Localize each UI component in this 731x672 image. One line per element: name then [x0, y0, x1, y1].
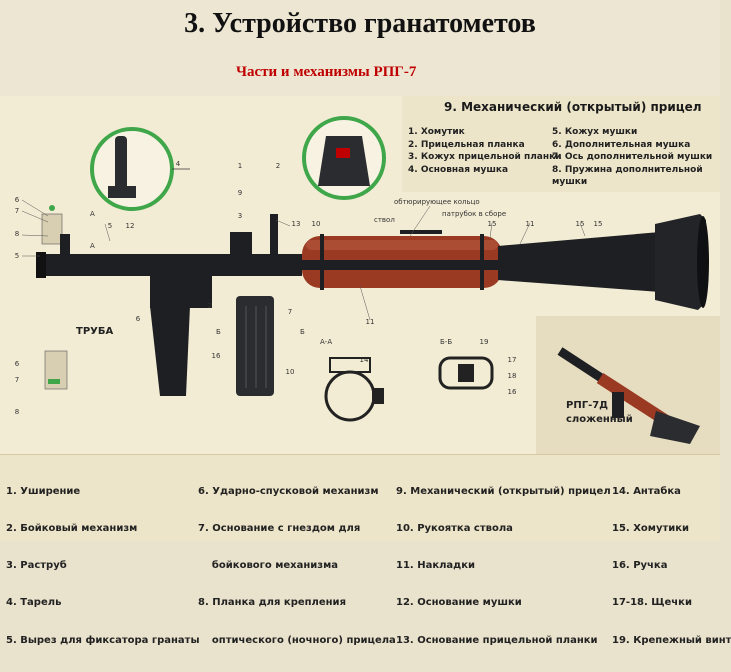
- svg-text:18: 18: [508, 372, 517, 380]
- svg-text:1: 1: [238, 162, 242, 170]
- legend-item: 16. Ручка: [612, 560, 668, 572]
- sight-parts-right: 5. Кожух мушки 6. Дополнительная мушка 7…: [552, 126, 720, 189]
- sight-part: 3. Кожух прицельной планки: [408, 152, 562, 162]
- svg-text:17: 17: [508, 356, 517, 364]
- pipe-label: патрубок в сборе: [442, 210, 506, 218]
- svg-text:7: 7: [15, 207, 19, 215]
- marker-b-right: Б: [300, 328, 305, 336]
- svg-text:14: 14: [360, 356, 369, 364]
- legend-item: 19. Крепежный винт: [612, 634, 731, 646]
- legend-col-4: 14. Антабка 15. Хомутики 16. Ручка 17-18…: [612, 461, 731, 672]
- text-callouts: обтюрирующее кольцо ствол патрубок в сбо…: [76, 198, 506, 346]
- legend-item: 8. Планка для крепления: [198, 597, 346, 609]
- svg-text:12: 12: [126, 222, 135, 230]
- sight-part: 7. Ось дополнительной мушки: [552, 152, 713, 162]
- svg-text:10: 10: [286, 368, 295, 376]
- folded-subtitle: сложенный: [566, 414, 633, 425]
- svg-text:6: 6: [136, 315, 141, 323]
- svg-text:7: 7: [288, 308, 292, 316]
- launcher-body: [36, 214, 709, 396]
- legend-col-2: 6. Ударно-спусковой механизм 7. Основани…: [198, 461, 396, 672]
- marker-a-bottom: А: [90, 242, 95, 250]
- svg-text:2: 2: [276, 162, 280, 170]
- svg-text:8: 8: [15, 408, 19, 416]
- sight-part: 1. Хомутик: [408, 127, 465, 137]
- svg-text:4: 4: [176, 160, 181, 168]
- sight-parts-left: 1. Хомутик 2. Прицельная планка 3. Кожух…: [408, 126, 562, 176]
- svg-text:13: 13: [292, 220, 301, 228]
- legend-item: 5. Вырез для фиксатора гранаты: [6, 634, 200, 646]
- slide-subtitle: Части и механизмы РПГ-7: [236, 64, 417, 80]
- sight-panel: [402, 96, 720, 192]
- svg-text:8: 8: [15, 230, 19, 238]
- front-sight-magnifier: [302, 116, 386, 200]
- marker-b-left: Б: [216, 328, 221, 336]
- svg-text:15: 15: [576, 220, 585, 228]
- sight-part: 5. Кожух мушки: [552, 127, 638, 137]
- legend-col-1: 1. Уширение 2. Бойковый механизм 3. Раст…: [6, 461, 200, 672]
- svg-text:16: 16: [508, 388, 517, 396]
- marker-a-top: А: [90, 210, 95, 218]
- legend-item: 7. Основание с гнездом для: [198, 523, 361, 535]
- legend-item: 17-18. Щечки: [612, 597, 692, 609]
- folded-inset: РПГ-7Д сложенный: [536, 316, 720, 454]
- section-aa-label: А-А: [320, 338, 332, 346]
- svg-text:2: 2: [208, 302, 212, 310]
- legend-item: 14. Антабка: [612, 485, 681, 497]
- folded-title: РПГ-7Д: [566, 400, 608, 411]
- svg-text:9: 9: [238, 189, 242, 197]
- sight-mini-diagram: [41, 205, 68, 390]
- legend-item: 3. Раструб: [6, 560, 67, 572]
- barrel-label: ствол: [374, 216, 395, 224]
- svg-text:19: 19: [480, 338, 489, 346]
- legend-item: 11. Накладки: [396, 560, 476, 572]
- legend-item: 4. Тарель: [6, 597, 62, 609]
- legend-item: 1. Уширение: [6, 485, 81, 497]
- ring-label: обтюрирующее кольцо: [394, 198, 480, 206]
- svg-text:10: 10: [312, 220, 321, 228]
- slide-header: 3. Устройство гранатометов Части и механ…: [0, 0, 720, 96]
- tube-label: ТРУБА: [76, 326, 113, 337]
- legend-item: 10. Рукоятка ствола: [396, 523, 513, 535]
- svg-text:11: 11: [526, 220, 535, 228]
- svg-text:3: 3: [238, 212, 242, 220]
- svg-text:16: 16: [212, 352, 221, 360]
- svg-text:11: 11: [366, 318, 375, 326]
- poster: 9. Механический (открытый) прицел 1. Хом…: [0, 96, 731, 646]
- svg-text:15: 15: [488, 220, 497, 228]
- sight-part: 4. Основная мушка: [408, 164, 509, 175]
- legend: 1. Уширение 2. Бойковый механизм 3. Раст…: [0, 454, 731, 646]
- legend-item: 9. Механический (открытый) прицел: [396, 485, 611, 497]
- svg-text:15: 15: [594, 220, 603, 228]
- section-bb-diagram: [438, 356, 494, 390]
- sight-part: 2. Прицельная планка: [408, 139, 525, 150]
- svg-text:5: 5: [15, 252, 19, 260]
- svg-text:6: 6: [15, 196, 20, 204]
- legend-item: 6. Ударно-спусковой механизм: [198, 485, 379, 497]
- legend-item: 2. Бойковый механизм: [6, 523, 138, 535]
- rear-sight-magnifier: [90, 127, 190, 211]
- sight-part: 8. Пружина дополнительной мушки: [552, 164, 703, 188]
- legend-item: оптического (ночного) прицела: [198, 634, 396, 646]
- svg-text:6: 6: [15, 360, 20, 368]
- section-bb-label: Б-Б: [440, 338, 452, 346]
- slide-title: 3. Устройство гранатометов: [184, 8, 536, 39]
- sight-panel-title: 9. Механический (открытый) прицел: [444, 100, 702, 114]
- leader-lines: [21, 199, 586, 321]
- legend-item: бойкового механизма: [198, 560, 339, 572]
- legend-item: 15. Хомутики: [612, 523, 690, 535]
- svg-text:7: 7: [15, 376, 19, 384]
- legend-item: 13. Основание прицельной планки: [396, 634, 598, 646]
- legend-item: 12. Основание мушки: [396, 597, 522, 609]
- sight-part: 6. Дополнительная мушка: [552, 139, 691, 150]
- legend-col-3: 9. Механический (открытый) прицел 10. Ру…: [396, 461, 611, 672]
- svg-text:5: 5: [108, 222, 112, 230]
- section-aa-diagram: [324, 357, 384, 422]
